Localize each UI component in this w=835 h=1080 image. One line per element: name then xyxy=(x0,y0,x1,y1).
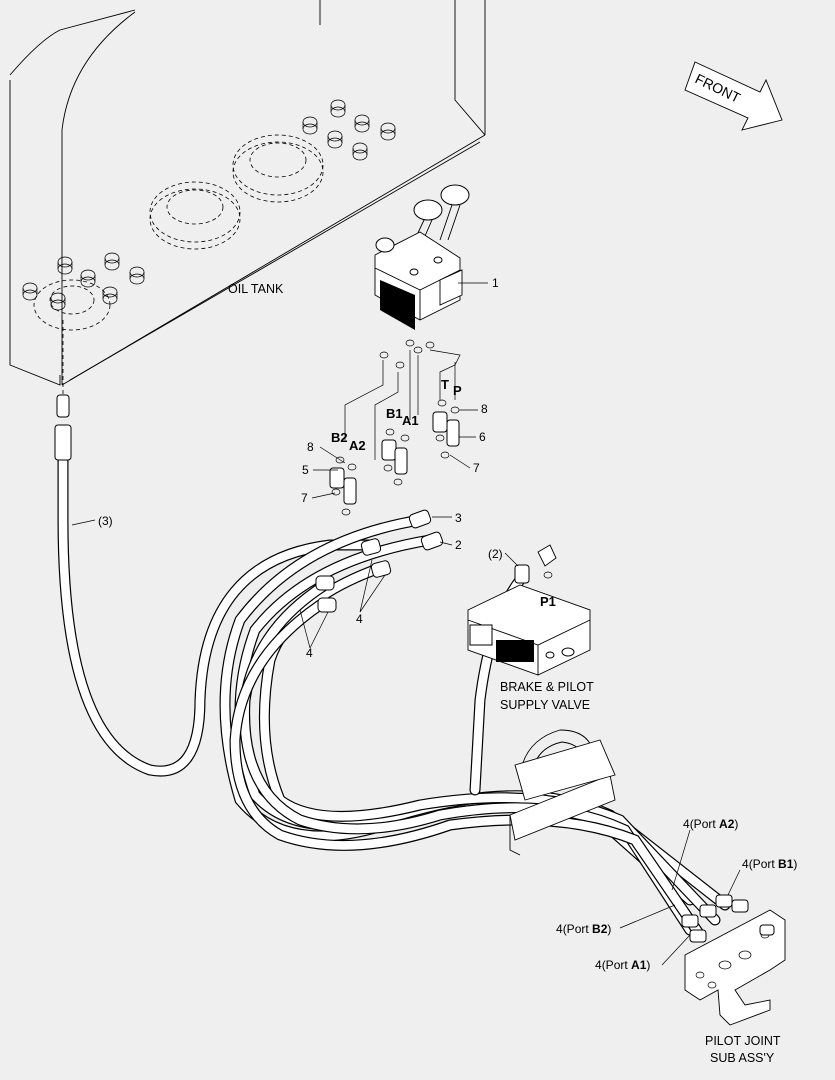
part-8a-label: 8 xyxy=(481,402,488,416)
hose-a1-label: 4(Port A1) xyxy=(595,958,650,972)
port-p1-label: P1 xyxy=(540,594,556,609)
part-1-label: 1 xyxy=(492,276,499,290)
part-5-label: 5 xyxy=(302,463,309,477)
hose-b1-label: 4(Port B1) xyxy=(742,857,797,871)
pilot-joint-label-1: PILOT JOINT xyxy=(705,1034,781,1048)
port-t-label: T xyxy=(441,377,449,392)
tank-bolts xyxy=(22,99,396,311)
front-arrow: FRONT xyxy=(684,61,783,131)
hose-a2-label: 4(Port A2) xyxy=(683,817,738,831)
ref-3-label: (3) xyxy=(98,514,113,528)
hoses xyxy=(57,449,731,941)
part-8b-label: 8 xyxy=(307,440,314,454)
tank-flange-2 xyxy=(149,181,241,250)
pilot-joint-sub-assy xyxy=(681,894,786,1026)
hose-end-fittings xyxy=(54,394,444,613)
remote-control-valve xyxy=(374,184,470,330)
hose-b2-label: 4(Port B2) xyxy=(556,922,611,936)
part-7a-label: 7 xyxy=(473,461,480,475)
part-4a-label: 4 xyxy=(356,612,363,626)
port-a2-label: A2 xyxy=(349,438,366,453)
brake-pilot-supply-valve xyxy=(467,544,591,676)
pilot-joint-label-2: SUB ASS'Y xyxy=(710,1051,775,1065)
part-6-label: 6 xyxy=(479,430,486,444)
oil-tank-label: OIL TANK xyxy=(228,282,284,296)
port-b2-label: B2 xyxy=(331,430,348,445)
oil-tank xyxy=(9,0,486,395)
port-a1-label: A1 xyxy=(402,413,419,428)
part-3-label: 3 xyxy=(455,511,462,525)
brake-valve-label-2: SUPPLY VALVE xyxy=(500,698,590,712)
ref-2-label: (2) xyxy=(488,547,503,561)
port-p-label: P xyxy=(453,383,462,398)
brake-valve-label-1: BRAKE & PILOT xyxy=(500,680,594,694)
fittings xyxy=(329,399,460,516)
valve-port-orings xyxy=(379,339,435,369)
tank-flange-3 xyxy=(33,279,111,331)
part-2-label: 2 xyxy=(455,538,462,552)
hose-clamp-bracket xyxy=(509,729,616,856)
part-7b-label: 7 xyxy=(301,491,308,505)
port-b1-label: B1 xyxy=(386,406,403,421)
tank-flange-1 xyxy=(232,134,324,203)
part-4b-label: 4 xyxy=(306,646,313,660)
